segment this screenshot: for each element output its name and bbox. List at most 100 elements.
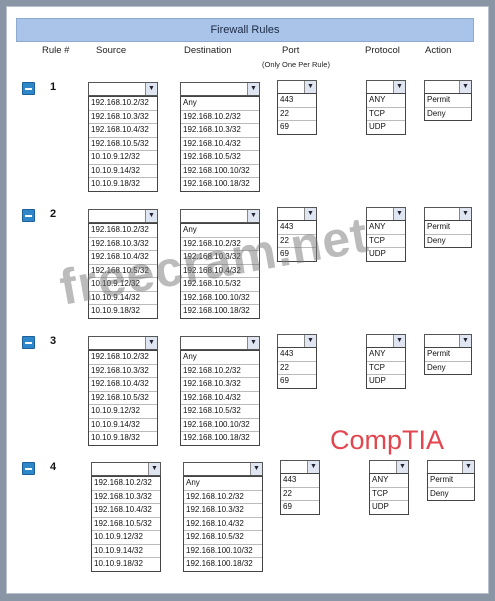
list-item[interactable]: 192.168.10.4/32 bbox=[184, 518, 262, 531]
source-dropdown[interactable]: ▼ bbox=[88, 209, 158, 223]
protocol-dropdown[interactable]: ▼ bbox=[369, 460, 409, 474]
list-item[interactable]: 69 bbox=[283, 502, 292, 511]
list-item[interactable]: 192.168.10.4/32 bbox=[181, 392, 259, 405]
list-item[interactable]: 192.168.10.5/32 bbox=[89, 138, 157, 151]
list-item[interactable]: 192.168.10.3/32 bbox=[184, 504, 262, 518]
list-item[interactable]: 192.168.10.5/32 bbox=[89, 392, 157, 405]
list-item[interactable]: 443 bbox=[278, 221, 316, 235]
list-item[interactable]: 10.10.9.18/32 bbox=[91, 433, 140, 442]
list-item[interactable]: 192.168.10.2/32 bbox=[184, 491, 262, 504]
list-item[interactable]: 192.168.10.2/32 bbox=[181, 238, 259, 251]
list-item[interactable]: 192.168.10.5/32 bbox=[181, 405, 259, 419]
list-item[interactable]: 10.10.9.14/32 bbox=[89, 419, 157, 432]
list-item[interactable]: 192.168.10.4/32 bbox=[181, 265, 259, 278]
list-item[interactable]: 10.10.9.14/32 bbox=[89, 165, 157, 178]
list-item[interactable]: Permit bbox=[425, 221, 471, 235]
port-dropdown[interactable]: ▼ bbox=[277, 207, 317, 221]
action-dropdown[interactable]: ▼ bbox=[424, 80, 472, 94]
collapse-rule-button[interactable] bbox=[22, 209, 35, 222]
list-item[interactable]: 192.168.10.5/32 bbox=[181, 278, 259, 292]
list-item[interactable]: 192.168.10.4/32 bbox=[181, 138, 259, 151]
list-item[interactable]: 443 bbox=[278, 348, 316, 362]
list-item[interactable]: 192.168.10.2/32 bbox=[89, 351, 157, 365]
list-item[interactable]: TCP bbox=[367, 235, 405, 248]
list-item[interactable]: Any bbox=[181, 97, 259, 111]
list-item[interactable]: 22 bbox=[278, 108, 316, 121]
list-item[interactable]: 192.168.10.5/32 bbox=[184, 531, 262, 545]
list-item[interactable]: TCP bbox=[370, 488, 408, 501]
list-item[interactable]: 192.168.100.18/32 bbox=[183, 306, 250, 315]
list-item[interactable]: 10.10.9.12/32 bbox=[89, 151, 157, 165]
action-dropdown[interactable]: ▼ bbox=[427, 460, 475, 474]
list-item[interactable]: 192.168.10.3/32 bbox=[92, 491, 160, 504]
protocol-dropdown[interactable]: ▼ bbox=[366, 207, 406, 221]
list-item[interactable]: Deny bbox=[430, 488, 449, 498]
list-item[interactable]: 69 bbox=[280, 249, 289, 258]
list-item[interactable]: 192.168.100.10/32 bbox=[181, 292, 259, 305]
list-item[interactable]: UDP bbox=[372, 502, 389, 511]
list-item[interactable]: 192.168.10.3/32 bbox=[89, 111, 157, 124]
list-item[interactable]: 10.10.9.18/32 bbox=[91, 179, 140, 188]
list-item[interactable]: TCP bbox=[367, 108, 405, 121]
list-item[interactable]: 192.168.10.3/32 bbox=[89, 238, 157, 251]
destination-dropdown[interactable]: ▼ bbox=[180, 82, 260, 96]
list-item[interactable]: ANY bbox=[367, 348, 405, 362]
list-item[interactable]: 192.168.100.18/32 bbox=[186, 559, 253, 568]
list-item[interactable]: 192.168.10.2/32 bbox=[89, 224, 157, 238]
list-item[interactable]: 192.168.10.3/32 bbox=[181, 124, 259, 138]
list-item[interactable]: ANY bbox=[367, 221, 405, 235]
list-item[interactable]: 192.168.100.18/32 bbox=[183, 179, 250, 188]
source-dropdown[interactable]: ▼ bbox=[88, 336, 158, 350]
port-dropdown[interactable]: ▼ bbox=[280, 460, 320, 474]
list-item[interactable]: UDP bbox=[369, 122, 386, 131]
list-item[interactable]: 192.168.10.4/32 bbox=[89, 251, 157, 265]
action-dropdown[interactable]: ▼ bbox=[424, 207, 472, 221]
list-item[interactable]: Any bbox=[181, 224, 259, 238]
list-item[interactable]: 22 bbox=[278, 362, 316, 375]
list-item[interactable]: 192.168.10.5/32 bbox=[181, 151, 259, 165]
collapse-rule-button[interactable] bbox=[22, 462, 35, 475]
list-item[interactable]: 192.168.10.3/32 bbox=[181, 251, 259, 265]
list-item[interactable]: Deny bbox=[427, 235, 446, 245]
list-item[interactable]: 10.10.9.12/32 bbox=[89, 405, 157, 419]
list-item[interactable]: Any bbox=[184, 477, 262, 491]
port-dropdown[interactable]: ▼ bbox=[277, 334, 317, 348]
list-item[interactable]: ANY bbox=[367, 94, 405, 108]
list-item[interactable]: 192.168.10.4/32 bbox=[89, 124, 157, 138]
port-dropdown[interactable]: ▼ bbox=[277, 80, 317, 94]
list-item[interactable]: 22 bbox=[278, 235, 316, 248]
list-item[interactable]: Permit bbox=[428, 474, 474, 488]
protocol-dropdown[interactable]: ▼ bbox=[366, 80, 406, 94]
list-item[interactable]: Deny bbox=[427, 362, 446, 372]
destination-dropdown[interactable]: ▼ bbox=[180, 209, 260, 223]
list-item[interactable]: 69 bbox=[280, 122, 289, 131]
list-item[interactable]: 10.10.9.12/32 bbox=[92, 531, 160, 545]
list-item[interactable]: 10.10.9.18/32 bbox=[94, 559, 143, 568]
list-item[interactable]: 10.10.9.14/32 bbox=[92, 545, 160, 558]
list-item[interactable]: UDP bbox=[369, 249, 386, 258]
list-item[interactable]: Any bbox=[181, 351, 259, 365]
list-item[interactable]: 22 bbox=[281, 488, 319, 501]
list-item[interactable]: 10.10.9.18/32 bbox=[91, 306, 140, 315]
list-item[interactable]: 192.168.10.2/32 bbox=[89, 97, 157, 111]
list-item[interactable]: 443 bbox=[281, 474, 319, 488]
list-item[interactable]: 192.168.10.4/32 bbox=[89, 378, 157, 392]
list-item[interactable]: Permit bbox=[425, 348, 471, 362]
destination-dropdown[interactable]: ▼ bbox=[180, 336, 260, 350]
list-item[interactable]: 192.168.10.3/32 bbox=[89, 365, 157, 378]
list-item[interactable]: ANY bbox=[370, 474, 408, 488]
list-item[interactable]: 192.168.100.10/32 bbox=[181, 419, 259, 432]
list-item[interactable]: 443 bbox=[278, 94, 316, 108]
source-dropdown[interactable]: ▼ bbox=[88, 82, 158, 96]
list-item[interactable]: 192.168.10.2/32 bbox=[181, 111, 259, 124]
protocol-dropdown[interactable]: ▼ bbox=[366, 334, 406, 348]
list-item[interactable]: 192.168.10.5/32 bbox=[92, 518, 160, 531]
destination-dropdown[interactable]: ▼ bbox=[183, 462, 263, 476]
list-item[interactable]: 192.168.10.2/32 bbox=[92, 477, 160, 491]
list-item[interactable]: 192.168.10.2/32 bbox=[181, 365, 259, 378]
list-item[interactable]: 192.168.10.5/32 bbox=[89, 265, 157, 278]
list-item[interactable]: 192.168.100.18/32 bbox=[183, 433, 250, 442]
list-item[interactable]: 69 bbox=[280, 376, 289, 385]
list-item[interactable]: Permit bbox=[425, 94, 471, 108]
action-dropdown[interactable]: ▼ bbox=[424, 334, 472, 348]
